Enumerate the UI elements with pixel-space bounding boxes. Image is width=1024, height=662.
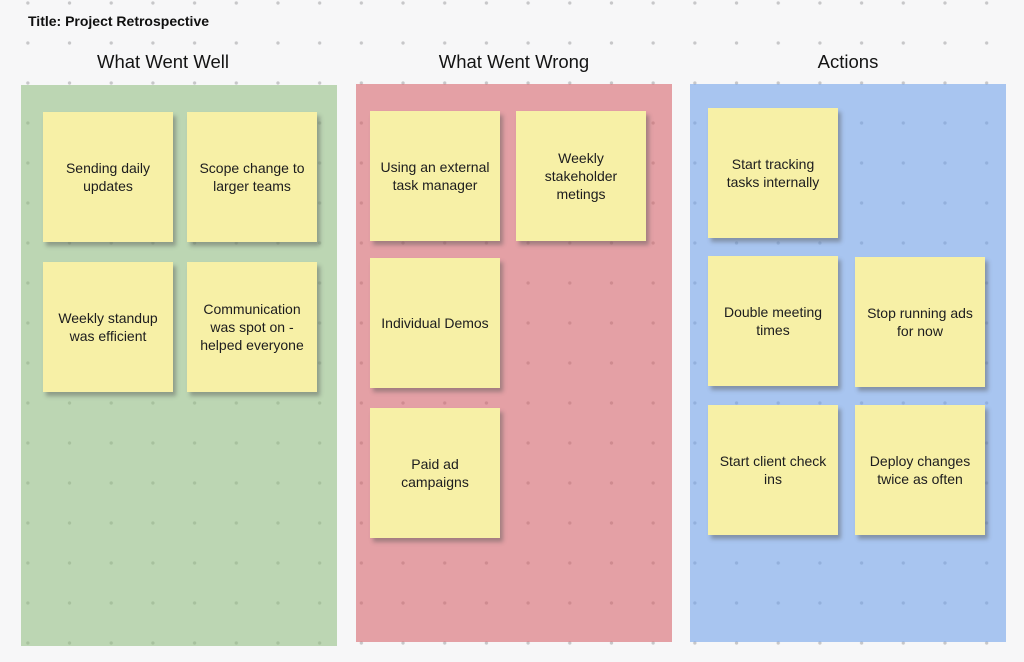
sticky-note-text: Weekly standup was efficient (58, 310, 158, 344)
sticky-note-text: Deploy changes twice as often (869, 453, 971, 487)
board-title[interactable]: Title: Project Retrospective (28, 13, 210, 29)
sticky-note-stakeholder-meetings[interactable]: Weekly stakeholder metings (516, 111, 646, 241)
sticky-note-text: Start client check ins (719, 453, 827, 487)
sticky-note-text: Sending daily updates (65, 160, 151, 194)
sticky-note-external-task-manager[interactable]: Using an external task manager (370, 111, 500, 241)
column-header-what-went-well[interactable]: What Went Well (97, 51, 229, 72)
sticky-note-text: Using an external task manager (380, 159, 490, 193)
sticky-note-stop-running-ads[interactable]: Stop running ads for now (855, 257, 985, 387)
sticky-note-paid-ad-campaigns[interactable]: Paid ad campaigns (370, 408, 500, 538)
column-header-actions[interactable]: Actions (817, 51, 879, 72)
sticky-note-communication[interactable]: Communication was spot on - helped every… (187, 262, 317, 392)
sticky-note-scope-change[interactable]: Scope change to larger teams (187, 112, 317, 242)
sticky-note-track-tasks-internally[interactable]: Start tracking tasks internally (708, 108, 838, 238)
sticky-note-client-check-ins[interactable]: Start client check ins (708, 405, 838, 535)
sticky-note-text: Communication was spot on - helped every… (200, 301, 304, 353)
sticky-note-weekly-standup[interactable]: Weekly standup was efficient (43, 262, 173, 392)
sticky-note-text: Start tracking tasks internally (726, 156, 820, 190)
sticky-note-text: Individual Demos (381, 315, 489, 331)
sticky-note-text: Weekly stakeholder metings (544, 150, 618, 202)
sticky-note-individual-demos[interactable]: Individual Demos (370, 258, 500, 388)
sticky-note-text: Double meeting times (723, 304, 823, 338)
sticky-note-deploy-changes[interactable]: Deploy changes twice as often (855, 405, 985, 535)
sticky-note-text: Paid ad campaigns (401, 456, 469, 490)
sticky-note-text: Scope change to larger teams (199, 160, 305, 194)
sticky-note-text: Stop running ads for now (867, 305, 973, 339)
column-header-what-went-wrong[interactable]: What Went Wrong (438, 51, 590, 72)
sticky-note-sending-daily-updates[interactable]: Sending daily updates (43, 112, 173, 242)
sticky-note-double-meeting-times[interactable]: Double meeting times (708, 256, 838, 386)
